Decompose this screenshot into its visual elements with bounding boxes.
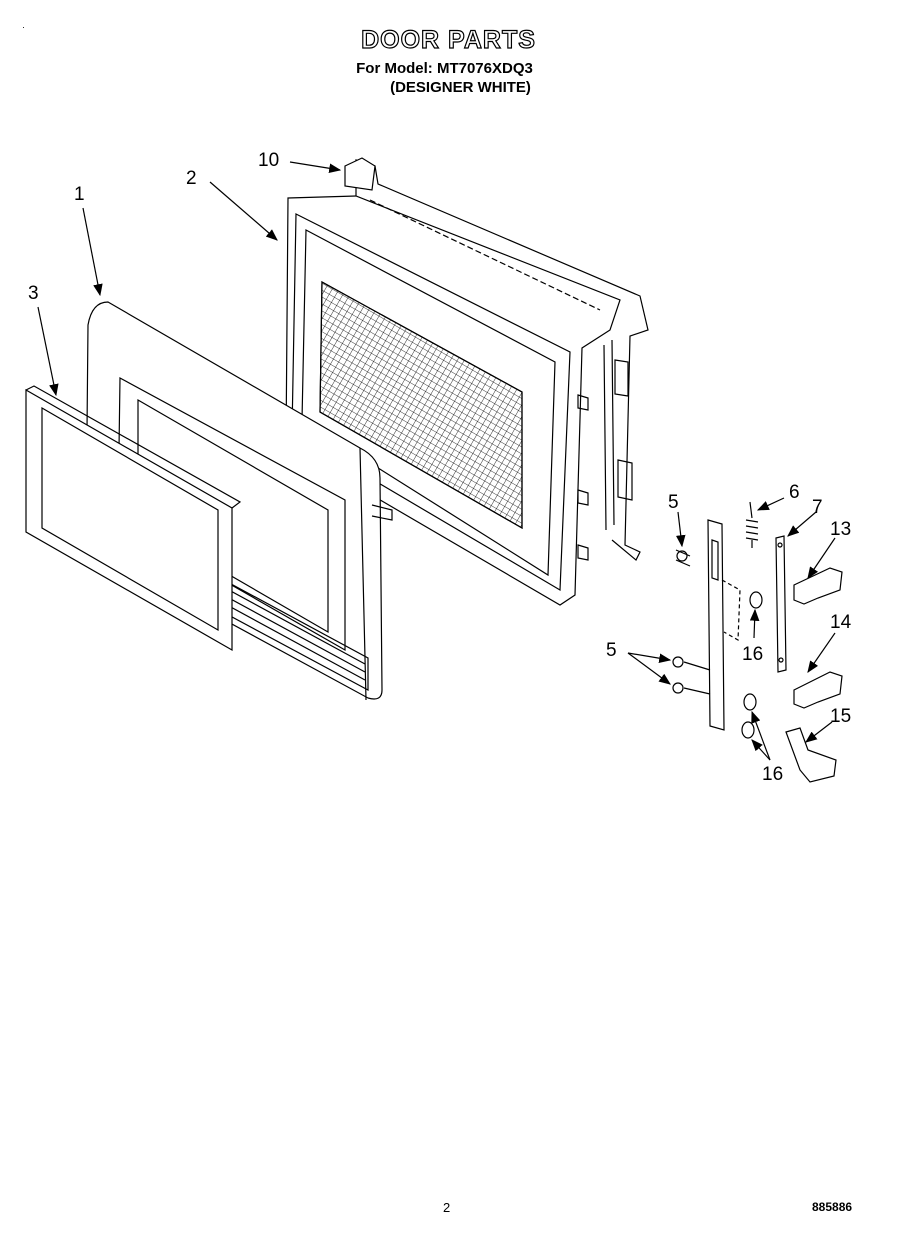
callout-7: 7: [812, 497, 823, 518]
callout-15: 15: [830, 706, 851, 727]
part-2-inner-door-frame: [285, 157, 649, 606]
part-14-latch-hook: [793, 671, 843, 709]
document-code: 885886: [812, 1200, 853, 1214]
page-title: DOOR PARTS: [360, 25, 536, 54]
part-7-latch-bar: [775, 535, 787, 673]
callout-13: 13: [830, 519, 851, 540]
callout-1: 1: [74, 184, 85, 205]
corner-mark: ·: [22, 22, 25, 32]
callout-10: 10: [258, 150, 279, 171]
callout-16-top: 16: [742, 644, 763, 665]
variant-line: (DESIGNER WHITE): [390, 79, 531, 96]
callout-16-bottom: 16: [762, 764, 783, 785]
callout-2: 2: [186, 168, 197, 189]
leader-lines: [37, 161, 836, 761]
model-line: For Model: MT7076XDQ3: [356, 60, 533, 77]
callout-5-bottom: 5: [606, 640, 617, 661]
page-number: 2: [443, 1200, 451, 1215]
callout-3: 3: [28, 283, 39, 304]
part-3-door-trim-frame: [25, 385, 242, 652]
callout-5-top: 5: [668, 492, 679, 513]
part-15-latch-lever: [785, 727, 837, 783]
callout-14: 14: [830, 612, 852, 633]
callout-6: 6: [789, 482, 800, 503]
part-hinge-bracket: [672, 519, 763, 739]
part-6-spring: [745, 501, 759, 548]
part-13-latch-hook: [793, 567, 843, 605]
